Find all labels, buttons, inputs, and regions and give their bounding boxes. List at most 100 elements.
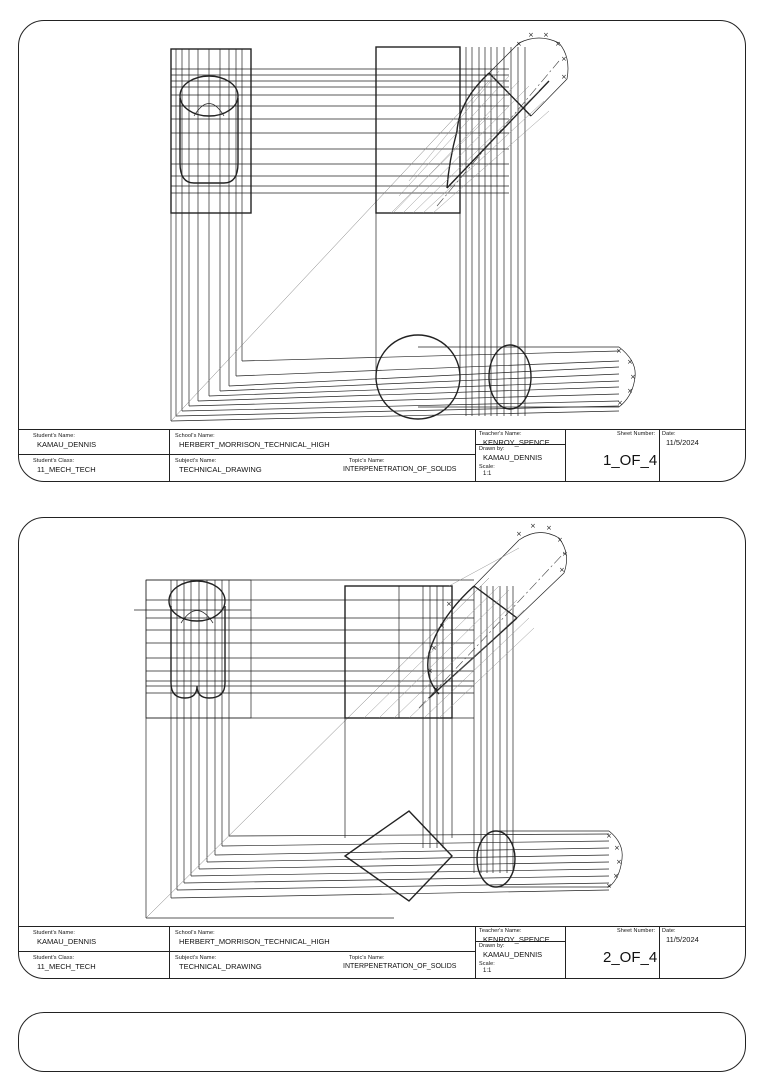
inclined-cylinder <box>390 37 569 214</box>
svg-text:×: × <box>543 31 549 39</box>
topic-cell: Topic's Name: INTERPENETRATION_OF_SOLIDS <box>339 955 475 971</box>
scale-label: Scale: <box>479 464 495 470</box>
scale-cell: Scale: 1:1 <box>479 961 565 975</box>
student-class-value: 11_MECH_TECH <box>37 465 96 474</box>
sheet-number-label: Sheet Number: <box>617 928 656 934</box>
date-value: 11/5/2024 <box>666 935 699 944</box>
drawing-sheet-3 <box>18 1012 746 1072</box>
plan-cylinder-outline <box>170 48 252 214</box>
teacher-value: KENROY_SPENCE <box>483 935 550 944</box>
sheet-number-value: 1_OF_4 <box>603 452 658 469</box>
division-marks-top: × × × × × × × × × × × <box>427 522 568 693</box>
projection-lines-left <box>145 580 610 919</box>
date-value: 11/5/2024 <box>666 438 699 447</box>
drawing-area: × × × × × × × × × × × × × × × × <box>134 522 623 919</box>
svg-text:×: × <box>528 31 534 39</box>
student-name-cell: Student's Name: KAMAU_DENNIS <box>33 930 168 946</box>
svg-text:×: × <box>627 358 633 366</box>
front-view-body <box>375 46 526 416</box>
subject-label: Subject's Name: <box>175 955 217 961</box>
title-block: Student's Name: KAMAU_DENNIS Student's C… <box>19 429 745 481</box>
sheet-number-cell: Sheet Number: <box>617 431 661 438</box>
projection-lines-top <box>146 579 474 719</box>
student-class-cell: Student's Class: 11_MECH_TECH <box>33 955 168 971</box>
date-label: Date: <box>662 928 676 934</box>
division-marks-right: × × × × × <box>606 832 622 890</box>
title-block: Student's Name: KAMAU_DENNIS Student's C… <box>19 926 745 978</box>
division-marks-right: × × × × × <box>616 347 636 407</box>
scale-cell: Scale: 1:1 <box>479 464 565 478</box>
school-name-cell: School's Name: HERBERT_MORRISON_TECHNICA… <box>175 930 470 946</box>
teacher-cell: Teacher's Name: KENROY_SPENCE <box>479 928 565 944</box>
bottom-views <box>375 334 636 420</box>
svg-text:×: × <box>630 373 636 381</box>
svg-text:×: × <box>433 685 439 693</box>
student-name-cell: Student's Name: KAMAU_DENNIS <box>33 433 168 449</box>
svg-text:×: × <box>546 524 552 532</box>
topic-value: INTERPENETRATION_OF_SOLIDS <box>343 466 457 473</box>
subject-value: TECHNICAL_DRAWING <box>179 465 262 474</box>
svg-text:×: × <box>616 858 622 866</box>
school-name-label: School's Name: <box>175 930 215 936</box>
subject-value: TECHNICAL_DRAWING <box>179 962 262 971</box>
student-name-label: Student's Name: <box>33 433 75 439</box>
miter-line <box>145 577 490 919</box>
topic-label: Topic's Name: <box>349 955 385 961</box>
drawn-by-cell: Drawn by: KAMAU_DENNIS <box>479 943 565 959</box>
topic-value: INTERPENETRATION_OF_SOLIDS <box>343 963 457 970</box>
miter-line <box>170 80 490 422</box>
date-cell: Date: 11/5/2024 <box>662 928 742 944</box>
student-name-value: KAMAU_DENNIS <box>37 440 97 449</box>
svg-text:×: × <box>561 55 567 63</box>
svg-text:×: × <box>614 844 620 852</box>
scale-value: 1:1 <box>483 968 492 974</box>
student-name-value: KAMAU_DENNIS <box>37 937 97 946</box>
sheet-number-label: Sheet Number: <box>617 431 656 437</box>
bottom-views <box>476 830 623 888</box>
drawn-by-value: KAMAU_DENNIS <box>483 453 543 462</box>
date-label: Date: <box>662 431 676 437</box>
subject-cell: Subject's Name: TECHNICAL_DRAWING <box>175 458 325 474</box>
svg-text:×: × <box>617 399 623 407</box>
student-class-label: Student's Class: <box>33 955 75 961</box>
svg-text:×: × <box>627 387 633 395</box>
svg-text:×: × <box>606 882 612 890</box>
teacher-label: Teacher's Name: <box>479 928 522 934</box>
svg-text:×: × <box>559 566 565 574</box>
division-marks-top: × × × × × × <box>516 31 567 81</box>
sheet-number-cell: Sheet Number: <box>617 928 661 935</box>
subject-cell: Subject's Name: TECHNICAL_DRAWING <box>175 955 325 971</box>
sheet-number-value: 2_OF_4 <box>603 949 658 966</box>
inclined-cylinder <box>363 532 567 719</box>
svg-text:×: × <box>516 40 522 48</box>
drawing-area: × × × × × × × × × × × <box>170 31 636 422</box>
projection-lines-left <box>170 49 620 422</box>
student-class-cell: Student's Class: 11_MECH_TECH <box>33 458 168 474</box>
front-view-body <box>343 585 514 902</box>
school-name-cell: School's Name: HERBERT_MORRISON_TECHNICA… <box>175 433 470 449</box>
svg-text:×: × <box>613 872 619 880</box>
school-name-label: School's Name: <box>175 433 215 439</box>
svg-text:×: × <box>606 832 612 840</box>
school-name-value: HERBERT_MORRISON_TECHNICAL_HIGH <box>179 440 330 449</box>
svg-text:×: × <box>530 522 536 530</box>
svg-text:×: × <box>555 40 561 48</box>
drawn-by-label: Drawn by: <box>479 943 505 949</box>
svg-text:×: × <box>557 536 563 544</box>
teacher-label: Teacher's Name: <box>479 431 522 437</box>
teacher-cell: Teacher's Name: KENROY_SPENCE <box>479 431 565 447</box>
scale-value: 1:1 <box>483 471 492 477</box>
drawn-by-value: KAMAU_DENNIS <box>483 950 543 959</box>
teacher-value: KENROY_SPENCE <box>483 438 550 447</box>
drawn-by-cell: Drawn by: KAMAU_DENNIS <box>479 446 565 462</box>
svg-text:×: × <box>616 347 622 355</box>
drawing-sheet-2: × × × × × × × × × × × × × × × × <box>18 517 746 979</box>
drawn-by-label: Drawn by: <box>479 446 505 452</box>
svg-text:×: × <box>561 73 567 81</box>
scale-label: Scale: <box>479 961 495 967</box>
svg-text:×: × <box>446 600 452 608</box>
student-class-label: Student's Class: <box>33 458 75 464</box>
svg-text:×: × <box>431 644 437 652</box>
plan-cylinder-outline <box>134 579 252 719</box>
topic-label: Topic's Name: <box>349 458 385 464</box>
